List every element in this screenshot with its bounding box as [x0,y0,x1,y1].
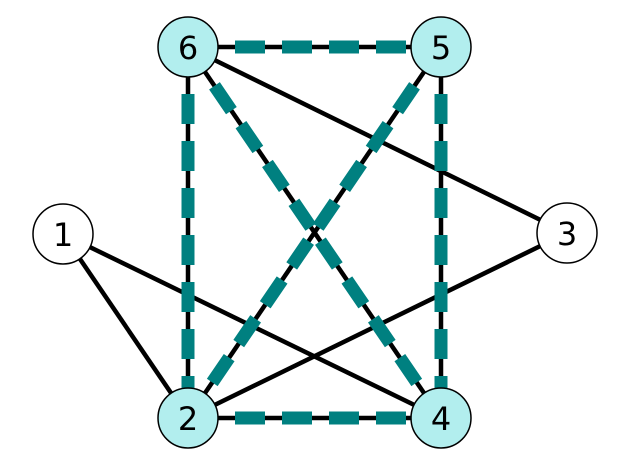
node-1: 1 [32,203,94,265]
edge-highlight-6-4 [182,43,447,422]
node-label-6: 6 [178,29,198,67]
node-circle-2 [157,387,219,449]
node-6: 6 [157,16,219,78]
node-circle-6 [157,16,219,78]
node-layer: 1 2 3 4 5 6 [32,16,598,449]
node-circle-4 [410,387,472,449]
node-label-3: 3 [557,215,577,253]
node-4: 4 [410,387,472,449]
edge-layer [61,40,568,425]
node-label-1: 1 [53,216,73,254]
node-5: 5 [410,16,472,78]
node-label-4: 4 [431,400,451,438]
node-label-2: 2 [178,400,198,438]
edge-1-2 [61,232,190,420]
node-circle-1 [32,203,94,265]
node-2: 2 [157,387,219,449]
node-circle-5 [410,16,472,78]
node-circle-3 [536,202,598,264]
node-3: 3 [536,202,598,264]
node-label-5: 5 [431,29,451,67]
edge-highlight-5-2 [182,43,447,422]
